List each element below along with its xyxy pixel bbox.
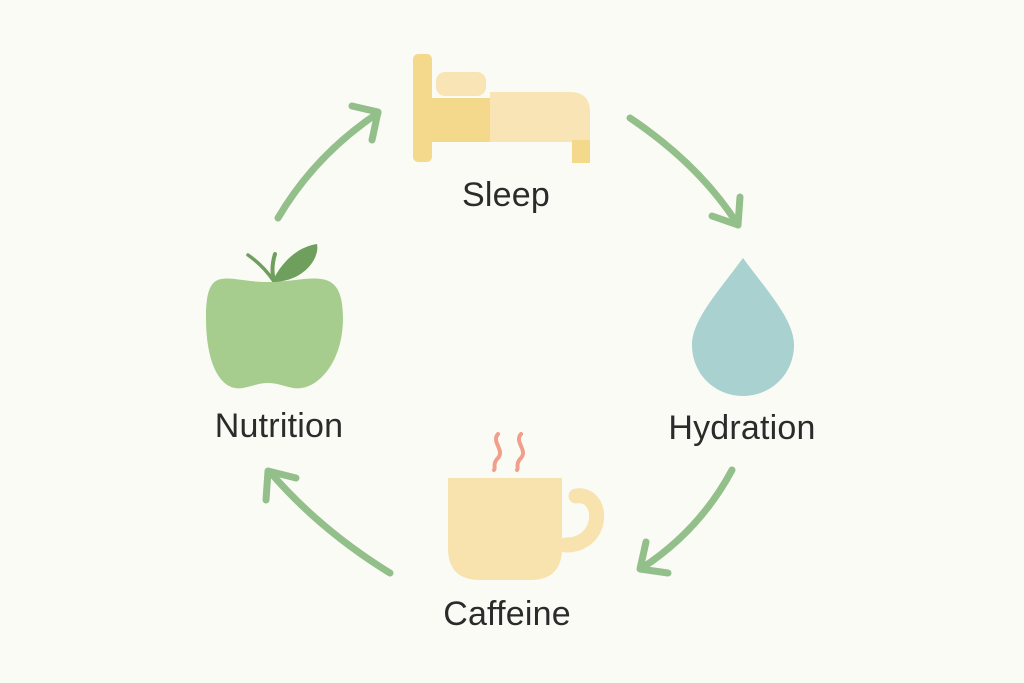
apple-icon (206, 244, 343, 389)
arrow-hydration-to-caffeine (636, 466, 736, 577)
node-label-sleep: Sleep (462, 176, 550, 214)
node-label-hydration: Hydration (668, 409, 816, 447)
bed-icon (413, 54, 590, 163)
node-label-nutrition: Nutrition (214, 407, 344, 445)
node-label-caffeine: Caffeine (443, 595, 571, 633)
water-drop-icon (692, 258, 794, 396)
arrow-sleep-to-hydration (626, 114, 744, 229)
arrow-nutrition-to-sleep (274, 102, 382, 222)
coffee-cup-icon (448, 432, 604, 580)
arrow-caffeine-to-nutrition (262, 467, 394, 577)
